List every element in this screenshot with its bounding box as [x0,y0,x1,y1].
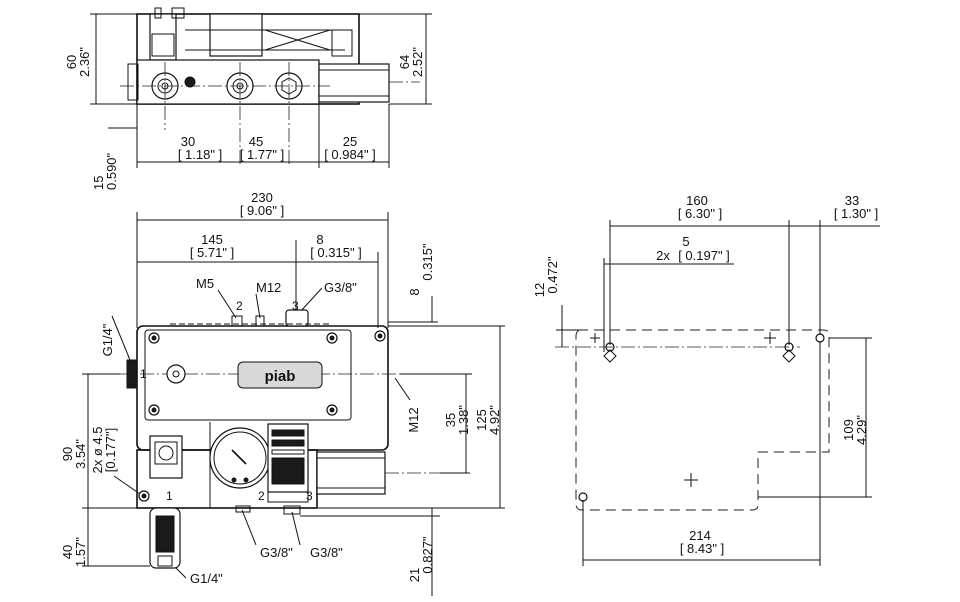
dim-30-mm: 30 [181,134,195,149]
front-view-port-icon [166,364,186,384]
dim-214-mm: 214 [689,528,711,543]
dim-64-mm: 64 [397,55,412,69]
dim-145-in: [ 5.71" ] [190,245,234,260]
front-view-g14-port [126,359,138,389]
label-m5: M5 [196,276,214,291]
dim-12-mm: 12 [532,283,547,297]
dim-60-mm: 60 [64,55,79,69]
top-view-valve-block [209,13,263,57]
dim-slot-mm: 5 [682,234,689,249]
label-m12-right: M12 [406,407,421,432]
dim-15-in: 0.590" [104,152,119,190]
dim-15-mm: 15 [91,176,106,190]
dim-slot-prefix: 2x [656,248,670,263]
label-g14-bottom: G1/4" [190,571,223,586]
dim-mount-holes-in: [0.177"] [103,428,118,472]
dim-33-in: [ 1.30" ] [834,206,878,221]
label-g38-bottom-2: G3/8" [310,545,343,560]
dim-109-mm: 109 [841,419,856,441]
dim-35-in: 1.38" [456,405,471,435]
bracket-view: 160 [ 6.30" ] 33 [ 1.30" ] 5 2x [ 0.197"… [532,193,880,566]
label-port-1b: 1 [166,489,173,503]
dim-33-mm: 33 [845,193,859,208]
label-port-3b: 3 [306,489,313,503]
dim-45-in: [ 1.77" ] [240,147,284,162]
dim-12-in: 0.472" [545,256,560,294]
bracket-hole-icon [578,492,588,502]
bracket-outline [575,329,830,511]
label-g38-bottom-1: G3/8" [260,545,293,560]
label-g38-top: G3/8" [324,280,357,295]
dim-right-8-mm: 8 [407,288,422,295]
dim-40-mm: 40 [60,545,75,559]
dim-160-mm: 160 [686,193,708,208]
dim-21-mm: 21 [407,568,422,582]
dim-230-in: [ 9.06" ] [240,203,284,218]
dim-45-mm: 45 [249,134,263,149]
dim-90-in: 3.54" [73,439,88,469]
gauge-small-icon [158,445,174,461]
label-m12-top: M12 [256,280,281,295]
label-port-2b: 2 [258,489,265,503]
dim-230-mm: 230 [251,190,273,205]
dim-64-in: 2.52" [410,47,425,77]
top-view-bracket-left [149,13,177,61]
dim-30-in: [ 1.18" ] [178,147,222,162]
dim-slot-in: [ 0.197" ] [678,248,730,263]
label-g14-left: G1/4" [100,323,115,356]
top-view-port-left [127,63,139,101]
dim-125-in: 4.92" [487,405,502,435]
bracket-hole-icon [815,333,825,343]
top-view: 60 2.36" 64 2.52" 15 0.590" 30 [ 1.18" ]… [64,7,432,190]
dim-60-in: 2.36" [77,47,92,77]
piab-logo-text: piab [265,368,296,385]
dim-8-in: [ 0.315" ] [310,245,362,260]
label-port-1: 1 [140,367,147,381]
dim-8-mm: 8 [316,232,323,247]
front-view-silencer [316,451,386,495]
front-view-top-fitting [285,309,309,327]
front-view: 230 [ 9.06" ] 145 [ 5.71" ] 8 [ 0.315" ]… [60,190,505,596]
dim-25-in: [ 0.984" ] [324,147,376,162]
label-port-2: 2 [236,299,243,313]
dim-right-8-in: 0.315" [420,243,435,281]
dim-40-in: 1.57" [73,537,88,567]
dim-90-mm: 90 [60,447,75,461]
dim-145-mm: 145 [201,232,223,247]
dim-125-mm: 125 [474,409,489,431]
dim-214-in: [ 8.43" ] [680,541,724,556]
dim-109-in: 4.29" [854,415,869,445]
dim-21-in: 0.827" [420,536,435,574]
piab-logo [237,361,323,389]
dim-160-in: [ 6.30" ] [678,206,722,221]
dim-35-mm: 35 [443,413,458,427]
dim-25-mm: 25 [343,134,357,149]
label-port-3: 3 [292,299,299,313]
dim-mount-holes: 2x ø 4.5 [90,427,105,474]
